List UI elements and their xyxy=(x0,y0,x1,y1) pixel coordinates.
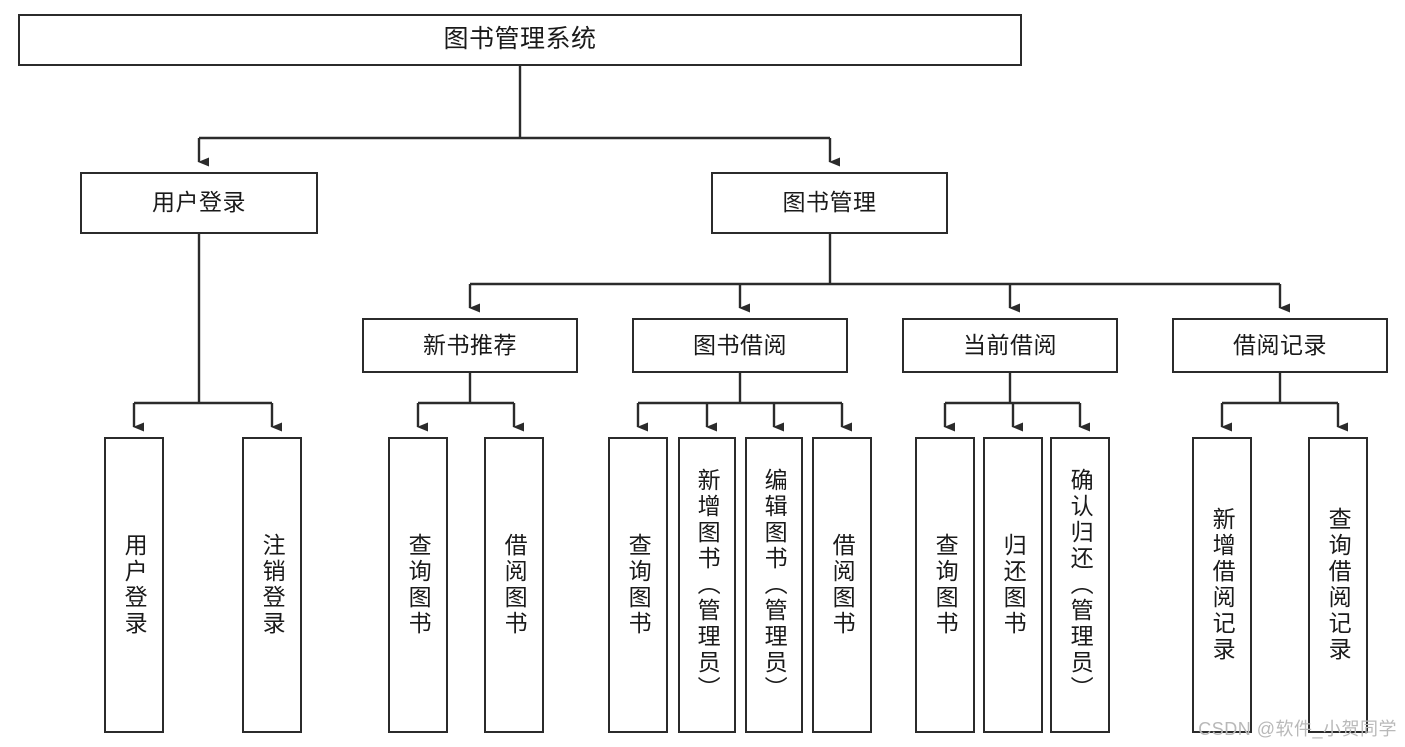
node-label-leaf-edit-book: 编辑图书（管理员） xyxy=(761,468,788,702)
csdn-watermark: CSDN @软件_小贺同学 xyxy=(1198,719,1397,739)
node-label-leaf-query-book-2: 查询图书 xyxy=(625,533,652,637)
node-root[interactable]: 图书管理系统 xyxy=(18,14,1022,66)
node-label-leaf-add-record: 新增借阅记录 xyxy=(1209,507,1236,663)
node-book-manage[interactable]: 图书管理 xyxy=(711,172,948,234)
node-current-borrow[interactable]: 当前借阅 xyxy=(902,318,1118,373)
node-borrow-record[interactable]: 借阅记录 xyxy=(1172,318,1388,373)
node-label-leaf-confirm-return: 确认归还（管理员） xyxy=(1067,468,1094,702)
node-label-leaf-query-book-3: 查询图书 xyxy=(932,533,959,637)
node-label-current-borrow: 当前借阅 xyxy=(963,331,1057,358)
node-label-book-manage: 图书管理 xyxy=(782,189,877,216)
node-label-new-book-rec: 新书推荐 xyxy=(423,331,517,358)
node-label-borrow-record: 借阅记录 xyxy=(1233,331,1327,358)
node-new-book-rec[interactable]: 新书推荐 xyxy=(362,318,578,373)
node-book-borrow[interactable]: 图书借阅 xyxy=(632,318,848,373)
node-leaf-borrow-book-1[interactable]: 借阅图书 xyxy=(484,437,544,733)
node-leaf-return-book[interactable]: 归还图书 xyxy=(983,437,1043,733)
node-label-leaf-borrow-book-2: 借阅图书 xyxy=(829,533,856,637)
node-leaf-borrow-book-2[interactable]: 借阅图书 xyxy=(812,437,872,733)
node-label-leaf-user-login: 用户登录 xyxy=(121,533,148,637)
node-leaf-add-book[interactable]: 新增图书（管理员） xyxy=(678,437,736,733)
node-leaf-add-record[interactable]: 新增借阅记录 xyxy=(1192,437,1252,733)
node-label-leaf-logout: 注销登录 xyxy=(259,533,286,637)
node-leaf-logout[interactable]: 注销登录 xyxy=(242,437,302,733)
node-leaf-confirm-return[interactable]: 确认归还（管理员） xyxy=(1050,437,1110,733)
node-leaf-edit-book[interactable]: 编辑图书（管理员） xyxy=(745,437,803,733)
node-label-root: 图书管理系统 xyxy=(443,25,597,54)
node-label-leaf-return-book: 归还图书 xyxy=(1000,533,1027,637)
node-leaf-query-book-3[interactable]: 查询图书 xyxy=(915,437,975,733)
node-label-user-login: 用户登录 xyxy=(152,189,246,216)
node-leaf-query-book-1[interactable]: 查询图书 xyxy=(388,437,448,733)
node-leaf-query-book-2[interactable]: 查询图书 xyxy=(608,437,668,733)
node-label-leaf-query-book-1: 查询图书 xyxy=(405,533,432,637)
node-label-book-borrow: 图书借阅 xyxy=(693,331,787,358)
node-leaf-query-record[interactable]: 查询借阅记录 xyxy=(1308,437,1368,733)
node-label-leaf-query-record: 查询借阅记录 xyxy=(1325,507,1352,663)
node-user-login[interactable]: 用户登录 xyxy=(80,172,318,234)
node-label-leaf-borrow-book-1: 借阅图书 xyxy=(501,533,528,637)
node-label-leaf-add-book: 新增图书（管理员） xyxy=(694,468,721,702)
node-leaf-user-login[interactable]: 用户登录 xyxy=(104,437,164,733)
